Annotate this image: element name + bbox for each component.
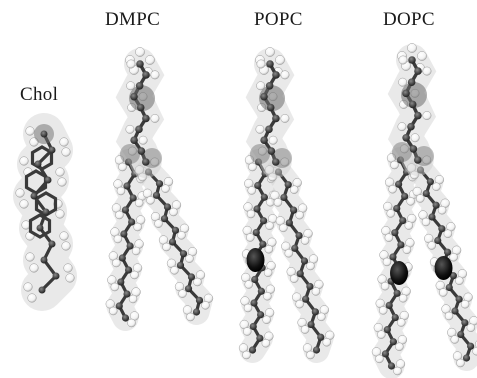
dopc-lipid-molecule: [372, 43, 477, 375]
cholesterol-molecule: [16, 124, 75, 302]
dmpc-lipid-molecule: [106, 47, 213, 327]
popc-lipid-molecule: [239, 47, 334, 359]
